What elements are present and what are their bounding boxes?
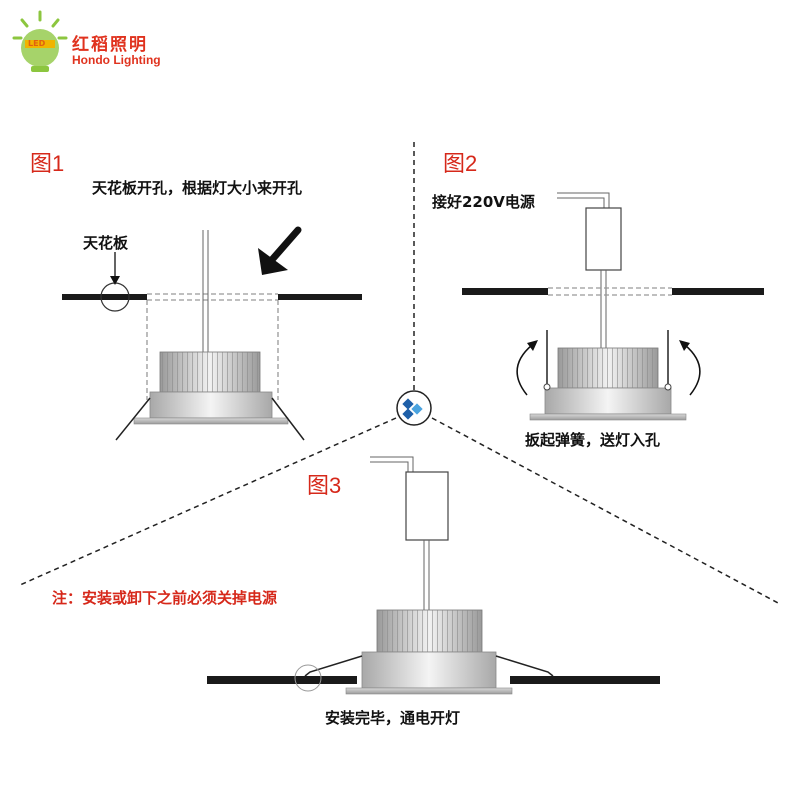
lamp-rim (529, 413, 687, 421)
figure-1-graphic (62, 226, 362, 441)
ceiling-board (278, 294, 362, 300)
lamp-rim (345, 687, 513, 695)
figure-2-graphic (462, 192, 764, 421)
rotate-arrow-icon (516, 344, 533, 396)
figure-1-caption: 天花板开孔，根据灯大小来开孔 (92, 179, 303, 197)
power-driver (405, 471, 449, 541)
lamp-rim (133, 417, 289, 425)
figure-2-caption-top: 接好220V电源 (432, 193, 535, 211)
brand-name-en: Hondo Lighting (72, 53, 161, 67)
brand-logo (12, 10, 68, 72)
ceiling-board (207, 676, 357, 684)
figure-1-label: 图1 (30, 151, 65, 176)
brand-name-cn: 红稻照明 (72, 35, 148, 55)
ceiling-board (672, 288, 764, 295)
panel-dividers (19, 142, 781, 605)
rotate-arrow-icon (684, 344, 701, 396)
logo-text: LED (28, 39, 46, 48)
figure-3-graphic (207, 456, 660, 695)
ceiling-marker-circle (294, 664, 322, 692)
down-arrow-icon (110, 276, 120, 285)
ceiling-board (62, 294, 147, 300)
figure-2-caption-bottom: 扳起弹簧，送灯入孔 (525, 431, 661, 449)
ceiling-callout: 天花板 (83, 234, 129, 252)
lamp-body (149, 391, 273, 419)
ceiling-board (510, 676, 660, 684)
insert-arrow-icon (258, 226, 302, 275)
safety-note: 注：安装或卸下之前必须关掉电源 (52, 589, 278, 607)
spring-clip (304, 655, 363, 677)
figure-2-label: 图2 (443, 151, 478, 176)
lamp-body (361, 651, 497, 689)
spring-clip (115, 397, 151, 441)
figure-3-caption: 安装完毕，通电开灯 (325, 709, 461, 727)
ceiling-board (462, 288, 548, 295)
power-driver (585, 207, 622, 271)
spring-clip (495, 655, 554, 677)
spring-clip (271, 397, 305, 441)
figure-3-label: 图3 (307, 473, 342, 498)
lamp-body (544, 387, 672, 415)
center-badge (396, 390, 432, 426)
